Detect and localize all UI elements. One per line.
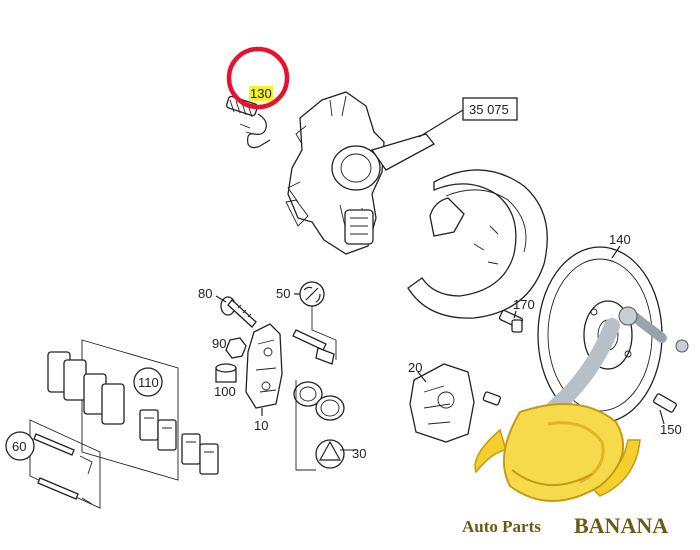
leader-20 (417, 371, 427, 383)
callout-30[interactable]: 30 (352, 446, 366, 461)
brand-prefix: Auto Parts (462, 517, 541, 536)
callout-90[interactable]: 90 (212, 336, 226, 351)
part-10-caliper-carrier[interactable] (245, 323, 283, 409)
callout-10[interactable]: 10 (254, 418, 268, 433)
bracket-50 (311, 306, 337, 360)
part-110-brake-pad-set[interactable] (47, 339, 219, 481)
callout-60-circle (5, 431, 35, 461)
part-130-wear-sensor[interactable] (226, 95, 271, 149)
callout-60[interactable]: 60 (12, 439, 26, 454)
callout-80[interactable]: 80 (198, 286, 212, 301)
callout-110-circle (133, 367, 163, 397)
part-90-nut[interactable] (225, 337, 247, 359)
part-150-bolt[interactable] (653, 393, 677, 413)
steering-knuckle[interactable] (285, 91, 435, 255)
callout-150[interactable]: 150 (660, 422, 682, 437)
callout-140[interactable]: 140 (609, 232, 631, 247)
part-50-guide-pin-kit[interactable] (292, 281, 335, 365)
callout-35075[interactable]: 35 075 (469, 102, 509, 117)
callout-100[interactable]: 100 (214, 384, 236, 399)
brand-name: BANANA (574, 513, 668, 538)
leader-140 (611, 245, 621, 259)
part-60-guide-pin-set[interactable] (29, 419, 101, 509)
highlight-circle (226, 46, 290, 110)
leader-35075 (418, 109, 464, 138)
part-100-cap[interactable] (215, 363, 237, 383)
callout-110[interactable]: 110 (138, 375, 159, 390)
leader-170 (513, 310, 517, 319)
callout-130-highlight (249, 86, 273, 101)
banana-logo-icon (474, 306, 689, 502)
part-30-seal-kit[interactable] (293, 381, 345, 469)
part-170-bolt[interactable] (498, 309, 524, 333)
callout-35075-box (462, 97, 518, 121)
callout-50[interactable]: 50 (276, 286, 290, 301)
callout-20[interactable]: 20 (408, 360, 422, 375)
callout-130[interactable]: 130 (250, 86, 272, 101)
callout-170[interactable]: 170 (513, 297, 535, 312)
part-20-brake-caliper[interactable] (409, 363, 501, 443)
part-80-bolt[interactable] (220, 296, 257, 328)
bracket-30 (295, 380, 356, 471)
leader-150 (659, 409, 665, 425)
leader-80 (215, 295, 227, 303)
dust-shield[interactable] (407, 169, 548, 319)
